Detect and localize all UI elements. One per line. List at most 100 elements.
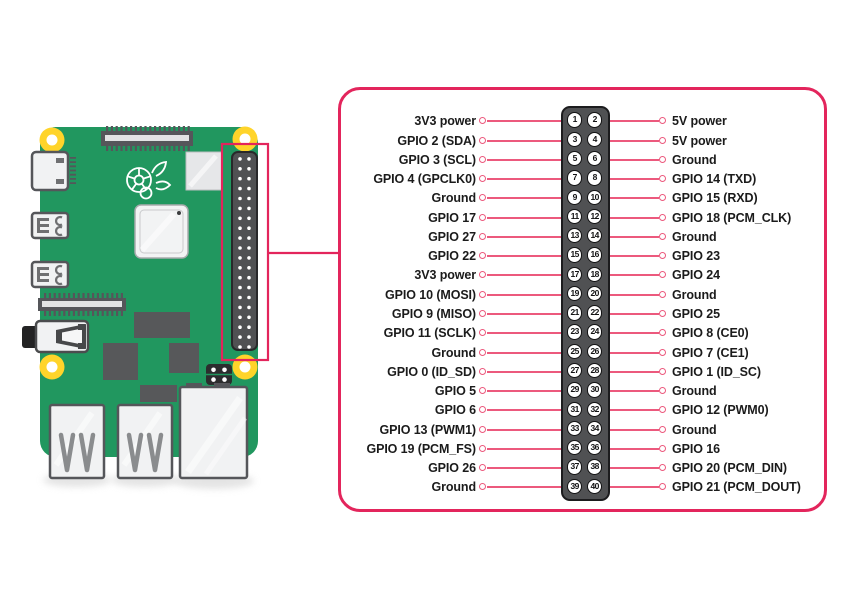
pin-label-right: 5V power [672,133,727,148]
pin-number-odd: 29 [567,382,583,398]
audio-jack [22,319,90,354]
micro-hdmi-port-0 [30,211,70,240]
pin-label-right: GPIO 21 (PCM_DOUT) [672,480,801,495]
soc-chip [134,204,189,259]
gpio-pinout-panel: 3V3 power 1 2 5V power GPIO 2 (SDA) 3 4 … [338,87,827,512]
connector-line-right [610,197,659,200]
pin-number-even: 32 [587,401,603,417]
connector-line-right [610,447,659,450]
connector-line-left [487,467,561,470]
connector-line-left [487,351,561,354]
pin-number-odd: 37 [567,459,583,475]
terminator-dot-left [479,155,486,163]
connector-line-right [610,486,659,489]
pin-number-even: 10 [587,189,603,205]
raspberry-pi-logo-icon [126,160,172,200]
connector-line-left [487,197,561,200]
pin-row: GPIO 10 (MOSI) 19 20 Ground [341,285,824,305]
connector-line-left [487,178,561,181]
pin-number-odd: 7 [567,170,583,186]
terminator-dot-left [479,194,486,202]
pin-number-even: 2 [587,112,603,128]
pin-number-odd: 21 [567,305,583,321]
pin-row: 3V3 power 1 2 5V power [341,111,824,131]
terminator-dot-left [479,367,486,375]
pin-number-even: 8 [587,170,603,186]
pin-label-right: GPIO 20 (PCM_DIN) [672,461,787,476]
pin-row: GPIO 3 (SCL) 5 6 Ground [341,150,824,170]
ethernet-port [178,383,249,480]
pin-label-left: GPIO 9 (MISO) [391,307,476,321]
pin-number-odd: 11 [567,208,583,225]
terminator-dot-right [659,155,666,163]
pcb-board [40,127,258,457]
terminator-dot-right [659,252,666,260]
terminator-dot-left [479,290,486,298]
pin-number-odd: 23 [567,324,583,340]
pin-number-even: 38 [587,459,603,475]
pin-number-even: 4 [587,131,603,148]
pin-label-right: GPIO 24 [672,268,720,283]
pin-label-right: GPIO 12 (PWM0) [672,403,769,418]
pin-number-even: 16 [587,247,603,263]
pin-number-even: 28 [587,362,603,379]
connector-line-left [487,486,561,489]
terminator-dot-left [479,213,486,221]
usb-port-stack-1 [48,403,106,480]
terminator-dot-left [479,329,486,337]
pin-number-even: 36 [587,440,603,456]
terminator-dot-right [659,290,666,298]
terminator-dot-right [659,117,666,125]
connector-line-right [610,351,659,354]
micro-hdmi-port-1 [30,260,70,289]
pin-number-even: 6 [587,151,603,167]
terminator-dot-left [479,464,486,472]
pin-label-right: Ground [672,152,717,167]
pin-label-left: Ground [431,480,476,495]
pin-label-right: GPIO 14 (TXD) [672,172,757,187]
pin-row: GPIO 2 (SDA) 3 4 5V power [341,131,824,151]
terminator-dot-right [659,329,666,337]
terminator-dot-right [659,271,666,279]
connector-line-right [610,390,659,393]
connector-line-left [487,428,561,431]
pin-number-even: 20 [587,285,603,302]
pin-row: GPIO 0 (ID_SD) 27 28 GPIO 1 (ID_SC) [341,362,824,382]
pin-row: GPIO 6 31 32 GPIO 12 (PWM0) [341,400,824,420]
terminator-dot-right [659,348,666,356]
terminator-dot-right [659,213,666,221]
pin-label-right: GPIO 8 (CE0) [672,326,749,341]
pin-row: Ground 25 26 GPIO 7 (CE1) [341,343,824,363]
terminator-dot-right [659,406,666,414]
pin-number-odd: 5 [567,151,583,167]
pin-row: GPIO 5 29 30 Ground [341,381,824,401]
pin-row: 3V3 power 17 18 GPIO 24 [341,265,824,285]
terminator-dot-left [479,310,486,317]
pin-number-even: 30 [587,382,603,398]
connector-line-right [610,293,659,296]
pin-label-left: GPIO 17 [428,210,476,225]
pin-label-left: GPIO 2 (SDA) [397,133,476,148]
connector-line-right [610,332,659,335]
pin-number-odd: 25 [567,343,583,360]
pin-number-even: 22 [587,305,603,321]
pin-number-odd: 9 [567,189,583,205]
pin-number-odd: 27 [567,362,583,379]
pin-label-right: Ground [672,287,717,302]
connector-line-left [487,274,561,277]
terminator-dot-right [659,464,666,472]
pin-number-odd: 33 [567,420,583,437]
connector-line-right [610,178,659,181]
pin-label-left: GPIO 13 (PWM1) [379,422,476,437]
connector-line-right [610,158,659,161]
connector-line-right [610,235,659,238]
pin-row: Ground 9 10 GPIO 15 (RXD) [341,188,824,208]
terminator-dot-left [479,136,486,144]
pin-label-left: GPIO 6 [434,403,476,418]
pin-label-right: Ground [672,384,717,399]
pin-label-left: 3V3 power [414,268,476,283]
terminator-dot-left [479,444,486,452]
board-gpio-header [231,151,258,351]
pin-number-odd: 13 [567,228,583,244]
terminator-dot-left [479,387,486,395]
